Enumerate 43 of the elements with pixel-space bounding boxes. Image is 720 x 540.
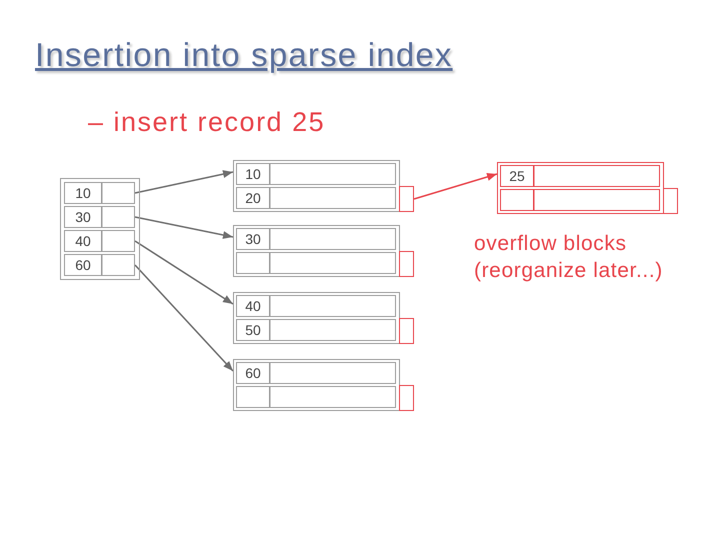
arrow bbox=[134, 264, 234, 372]
record-slot bbox=[236, 362, 396, 384]
pointer-box bbox=[663, 188, 678, 214]
record-key: 25 bbox=[501, 166, 533, 186]
index-key: 10 bbox=[65, 183, 101, 203]
slide-title: Insertion into sparse index bbox=[35, 36, 453, 74]
index-entry bbox=[64, 230, 135, 252]
record-slot bbox=[236, 228, 396, 250]
index-key: 30 bbox=[65, 207, 101, 227]
caption-text: overflow blocks (reorganize later...) bbox=[474, 231, 664, 284]
empty-record-slot bbox=[500, 189, 660, 211]
record-key: 20 bbox=[237, 188, 269, 208]
arrow bbox=[134, 240, 234, 305]
index-entry bbox=[64, 206, 135, 228]
record-slot bbox=[236, 319, 396, 341]
arrow bbox=[134, 170, 234, 194]
record-key: 30 bbox=[237, 229, 269, 249]
record-key: 40 bbox=[237, 296, 269, 316]
data-block bbox=[233, 292, 400, 344]
bullet-text: – insert record 25 bbox=[88, 107, 326, 138]
empty-record-slot bbox=[236, 386, 396, 408]
arrow bbox=[134, 216, 234, 239]
record-slot bbox=[236, 295, 396, 317]
pointer-box bbox=[399, 186, 414, 212]
index-entry bbox=[64, 182, 135, 204]
pointer-box bbox=[399, 385, 414, 411]
record-key: 50 bbox=[237, 320, 269, 340]
data-block bbox=[233, 359, 400, 411]
index-block bbox=[60, 178, 140, 280]
index-entry bbox=[64, 254, 135, 276]
pointer-box bbox=[399, 318, 414, 344]
record-key: 10 bbox=[237, 164, 269, 184]
index-key: 40 bbox=[65, 231, 101, 251]
overflow-block bbox=[497, 162, 664, 214]
data-block bbox=[233, 160, 400, 212]
record-slot bbox=[236, 187, 396, 209]
data-block bbox=[233, 225, 400, 277]
record-key: 60 bbox=[237, 363, 269, 383]
record-slot bbox=[500, 165, 660, 187]
index-key: 60 bbox=[65, 255, 101, 275]
record-slot bbox=[236, 163, 396, 185]
pointer-box bbox=[399, 251, 414, 277]
empty-record-slot bbox=[236, 252, 396, 274]
